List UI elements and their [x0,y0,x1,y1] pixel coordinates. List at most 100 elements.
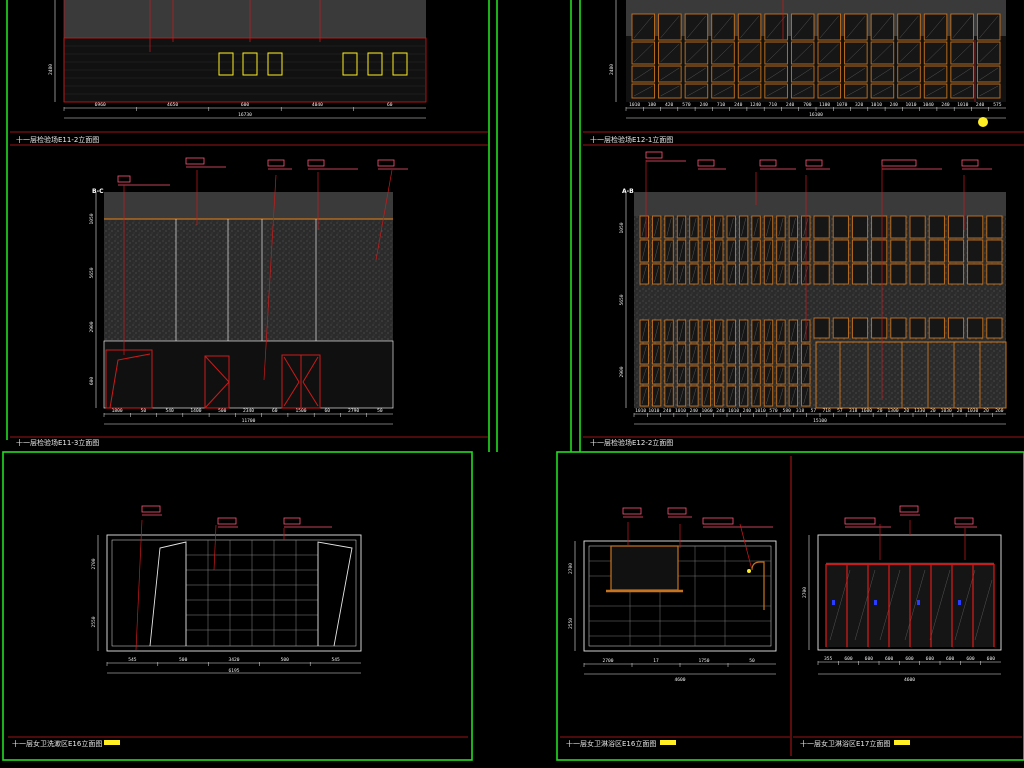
dimension-text: 50 [141,408,147,414]
glass-hatch [766,85,786,97]
glass-hatch [766,15,786,39]
glass-hatch [691,387,697,405]
dimension-text: 60 [272,408,278,414]
glass-hatch [753,321,759,341]
cabinet-frames [631,13,1001,99]
sheet-title: 十一层检验场E11-3立面图 [16,438,99,447]
dimension-text: 1300 [888,408,899,414]
dimension-text: 240 [786,102,795,108]
glass-hatch [679,241,684,261]
dimension-text: 1060 [702,408,713,414]
dimension-text: 240 [700,102,709,108]
cabinet-door [928,263,945,285]
glass-hatch [766,387,771,405]
annotation-tag [759,159,777,167]
dimension-text: 500 [281,657,290,663]
glass-hatch [691,241,697,261]
glass-hatch [790,387,796,405]
glass-hatch [716,241,722,261]
glass-hatch [790,217,796,237]
glass-hatch [716,321,722,341]
leader-lines [63,0,321,102]
dimension-text: 500 [218,408,227,414]
annotation-tag [267,159,285,167]
annotation-tag [899,505,919,513]
annotation-tag [805,159,823,167]
dimension-text: 1010 [755,408,766,414]
dimension-text: 1030 [941,408,952,414]
glass-hatch [790,241,796,261]
annotation-tag [117,175,131,183]
cabinet-door [947,215,965,239]
glass-hatch [666,217,672,237]
glass-hatch [793,43,813,63]
glass-hatch [741,265,747,283]
glass-hatch [766,265,771,283]
glass-hatch [793,67,813,81]
glass-hatch [778,265,784,283]
glass-hatch [872,15,892,39]
dimension-lines [97,535,361,674]
glass-hatch [666,265,672,283]
cabinet-door [871,239,888,263]
annotation-tag [844,517,876,525]
glass-hatch [716,387,722,405]
dimension-text: 575 [993,102,1002,108]
glass-hatch [633,85,653,97]
cabinet-door [928,215,945,239]
glass-hatch [753,367,759,383]
glass-hatch [641,367,647,383]
vertical-dimension: 1050 [619,222,625,233]
shower-fixture [747,561,765,610]
glass-hatch [899,43,919,63]
glass-hatch [641,241,647,261]
dimension-text: 500 [179,657,188,663]
glass-hatch [926,67,945,81]
leader-lines [879,520,966,560]
dimension-text: 318 [849,408,858,414]
glass-hatch [803,367,809,383]
glass-hatch [716,217,722,237]
leader-lines [135,519,285,651]
glass-hatch [686,15,706,39]
glass-hatch [778,241,784,261]
total-dimension: 16100 [809,112,823,118]
glass-hatch [660,85,680,97]
leader-lines [782,0,976,102]
dimension-text: 600 [885,656,894,662]
dimension-text: 57 [837,408,843,414]
wall-joints [175,219,317,341]
annotation-tag [377,159,395,167]
glass-hatch [660,43,680,63]
glass-hatch [641,345,647,363]
glass-hatch [666,367,672,383]
dimension-text: 1010 [871,102,882,108]
dimension-text: 6960 [95,102,106,108]
glass-hatch [766,67,786,81]
vertical-dimension: 2700 [91,558,97,569]
leader-lines [645,160,965,400]
dimension-text: 240 [890,102,899,108]
glass-hatch [741,345,747,363]
glass-hatch [691,345,697,363]
glass-hatch [728,241,734,261]
glass-hatch [873,85,892,97]
glass-hatch [716,367,722,383]
elevation-outline [817,534,1002,651]
glass-hatch [846,85,866,97]
dimension-text: 20 [983,408,989,414]
dimension-text: 1600 [861,408,872,414]
